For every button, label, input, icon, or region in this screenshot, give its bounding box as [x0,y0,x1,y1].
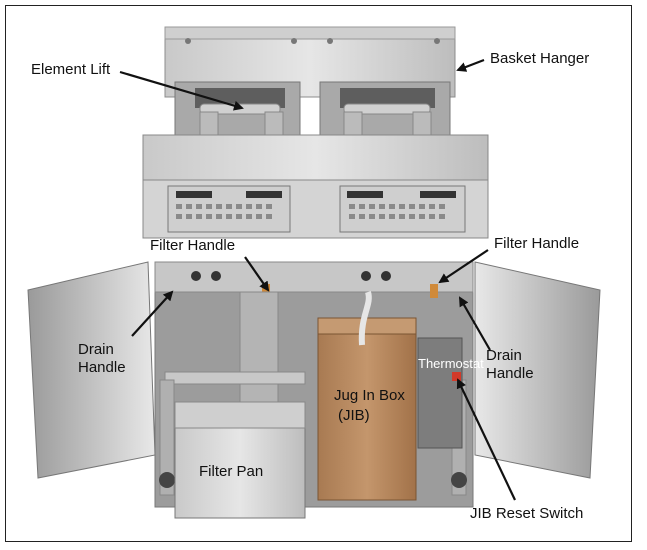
fryer-illustration [27,26,601,519]
arrow-basket-hanger [456,58,485,72]
arrow-drain-handle-right [459,296,491,351]
label-jib-reset-switch: JIB Reset Switch [470,505,583,522]
controller-keypad-left [176,204,272,219]
label-drain-handle-right-line1: Drain [486,347,522,364]
knob [191,271,201,281]
controller-keypad-right [349,204,445,219]
hanger-bolt [327,38,333,44]
element-lift-bar-right [343,103,431,115]
hanger-bar [164,26,456,40]
jib-box-lid [317,317,417,335]
label-basket-hanger: Basket Hanger [490,50,589,67]
element-bracket [412,111,432,137]
label-drain-handle-left-line2: Handle [78,359,126,376]
left-door [27,261,156,479]
label-filter-handle-right: Filter Handle [494,235,579,252]
caster-wheel [451,472,467,488]
knob [211,271,221,281]
element-bracket [199,111,219,137]
knob [381,271,391,281]
cabinet-leg [159,379,175,496]
label-jib-line2: (JIB) [338,407,370,424]
hanger-bolt [185,38,191,44]
arrow-element-lift [119,70,244,111]
top-deck [142,134,489,181]
controller-display [420,191,456,198]
filter-handle-right-shape [430,284,438,298]
cabinet-crossbar [164,371,306,385]
jib-hose [358,291,372,346]
arrow-filter-handle-left [244,256,270,292]
element-right [340,88,435,108]
label-drain-handle-right-line2: Handle [486,365,534,382]
controller-display [347,191,383,198]
label-thermostat: Thermostat [418,356,484,371]
label-drain-handle-left-line1: Drain [78,341,114,358]
thermostat-housing [417,337,463,449]
element-left [195,88,285,108]
arrow-drain-handle-left [131,290,174,337]
filter-pan-rim [174,401,306,429]
label-jib-line1: Jug In Box [334,387,405,404]
callout-arrows [119,58,516,501]
arrow-jib-reset-switch [456,378,516,501]
knob [361,271,371,281]
hanger-bolt [434,38,440,44]
label-filter-handle-left: Filter Handle [150,237,235,254]
right-door [474,261,601,479]
hanger-bolt [291,38,297,44]
arrow-filter-handle-right [438,249,489,284]
controller-display [246,191,282,198]
caster-wheel [159,472,175,488]
element-bracket [343,111,363,137]
controller-display [176,191,212,198]
element-bracket [264,111,284,137]
filter-pump-column [239,291,279,403]
cabinet-top-rail [154,261,474,293]
jib-reset-switch-shape [452,372,461,381]
label-element-lift: Element Lift [31,61,111,78]
jib-box-shape [317,327,417,501]
label-filter-pan: Filter Pan [199,463,263,480]
